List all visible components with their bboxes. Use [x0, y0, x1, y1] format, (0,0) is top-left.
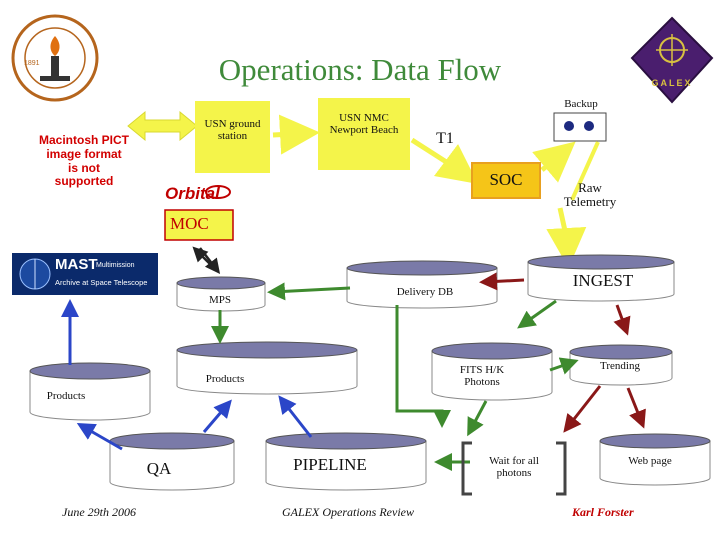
- mast-logo-text: MAST: [55, 256, 98, 273]
- mps-label: MPS: [208, 294, 232, 306]
- orbital-logo: [205, 185, 231, 199]
- yellow-double-arrow: [127, 110, 198, 142]
- page-title: Operations: Data Flow: [218, 52, 502, 87]
- web-page-cylinder: [599, 433, 711, 486]
- trending-cylinder: [569, 344, 673, 386]
- web-page-label: Web page: [628, 455, 672, 467]
- qa-label: QA: [146, 459, 172, 478]
- galex-logo-text: GALEX: [651, 78, 693, 88]
- wait-photons-label: Wait for all photons: [489, 455, 539, 480]
- delivery-db-label: Delivery DB: [396, 286, 454, 298]
- galex-logo: [630, 16, 714, 104]
- fits-label: FITS H/K Photons: [459, 364, 505, 389]
- bracket-right: [556, 441, 567, 496]
- mast-logo-line2: Archive at Space Telescope: [55, 278, 148, 287]
- usn-ground-box: [195, 101, 270, 173]
- pict-line-2: image format: [46, 146, 122, 161]
- products-center-cylinder: [176, 341, 358, 395]
- usn-nmc-box: [318, 98, 410, 170]
- soc-box: [471, 162, 541, 199]
- products-left-label: Products: [46, 390, 86, 402]
- orbital-logo-text: Orbital: [165, 184, 220, 203]
- usn-ground-label: USN ground station: [204, 118, 261, 143]
- qa-cylinder: [109, 432, 235, 491]
- mps-cylinder: [176, 276, 266, 312]
- ingest-label: INGEST: [572, 271, 634, 290]
- soc-label: SOC: [489, 170, 523, 189]
- pipeline-label: PIPELINE: [293, 455, 367, 474]
- footer-date: June 29th 2006: [62, 505, 136, 519]
- usn-nmc-label: USN NMC Newport Beach: [329, 112, 399, 137]
- pict-line-3: is not supported: [54, 160, 114, 189]
- backup-label: Backup: [564, 98, 598, 110]
- caltech-logo: [11, 14, 99, 102]
- moc-label: MOC: [170, 214, 209, 233]
- delivery-db-cylinder: [346, 260, 498, 309]
- raw-telemetry-label: Raw Telemetry: [563, 180, 617, 210]
- products-center-label: Products: [205, 373, 245, 385]
- products-left-cylinder: [29, 362, 151, 421]
- t1-label: T1: [436, 130, 454, 147]
- footer-center: GALEX Operations Review: [282, 505, 414, 519]
- pipeline-cylinder: [265, 432, 427, 491]
- pict-notice: Macintosh PICT image format is not suppo…: [38, 133, 130, 189]
- mast-logo: [12, 253, 158, 295]
- footer-author: Karl Forster: [572, 505, 634, 519]
- mast-logo-line1: Multimission: [96, 262, 135, 269]
- ingest-cylinder: [527, 254, 675, 302]
- trending-label: Trending: [600, 360, 640, 372]
- bracket-left: [461, 441, 472, 496]
- fits-cylinder: [431, 342, 553, 401]
- backup-box: [553, 112, 607, 142]
- pict-line-1: Macintosh PICT: [38, 133, 129, 147]
- moc-box: [164, 209, 234, 241]
- caltech-year: 1891: [24, 60, 40, 67]
